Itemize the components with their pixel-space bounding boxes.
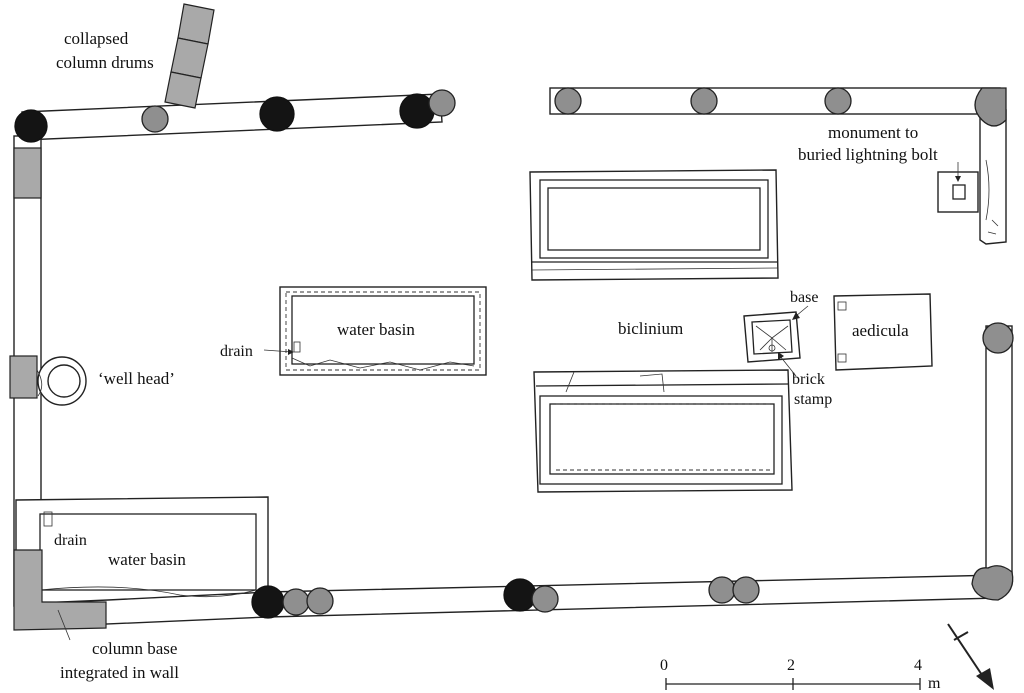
biclinium-couch-south xyxy=(533,369,793,493)
label-well-head: ‘well head’ xyxy=(98,369,175,388)
scale-tick-0: 0 xyxy=(660,657,668,674)
base-block xyxy=(743,311,801,363)
biclinium-couch-north xyxy=(529,169,779,281)
label-water-basin-left: water basin xyxy=(108,550,186,569)
well-head-inner xyxy=(47,364,81,398)
scale-bar: 0 2 4 m xyxy=(660,657,941,692)
north-columns xyxy=(14,87,1007,143)
scale-unit: m xyxy=(928,675,941,692)
label-brick: brick xyxy=(792,371,825,388)
label-biclinium: biclinium xyxy=(618,319,683,338)
water-basin-center xyxy=(279,286,487,376)
label-base: base xyxy=(790,289,818,306)
label-column-base-1: column base xyxy=(92,639,177,658)
label-stamp: stamp xyxy=(794,391,832,408)
water-basin-left xyxy=(13,496,269,641)
aedicula-structure xyxy=(833,293,933,371)
north-wall-west xyxy=(21,93,443,141)
column-base-integrated xyxy=(13,549,107,631)
labels: collapsed column drums monument to burie… xyxy=(54,29,938,682)
label-collapsed-1: collapsed xyxy=(64,29,129,48)
biclinium xyxy=(529,169,793,493)
north-wall-east xyxy=(549,87,1001,115)
label-column-base-2: integrated in wall xyxy=(60,663,179,682)
label-drain-left: drain xyxy=(54,532,87,549)
east-wall-upper xyxy=(979,109,1007,245)
south-columns xyxy=(251,322,1014,619)
scale-tick-4: 4 xyxy=(914,657,922,674)
label-water-basin-center: water basin xyxy=(337,320,415,339)
east-wall-lower xyxy=(985,325,1013,585)
west-wall-features xyxy=(9,147,87,406)
label-monument-1: monument to xyxy=(828,123,918,142)
scale-tick-2: 2 xyxy=(787,657,795,674)
leader-lines xyxy=(263,162,961,377)
label-collapsed-2: column drums xyxy=(56,53,154,72)
label-monument-2: buried lightning bolt xyxy=(798,145,938,164)
collapsed-column-drums xyxy=(164,3,215,109)
north-arrow-icon xyxy=(947,623,994,690)
label-aedicula: aedicula xyxy=(852,321,909,340)
label-drain-center: drain xyxy=(220,343,253,360)
